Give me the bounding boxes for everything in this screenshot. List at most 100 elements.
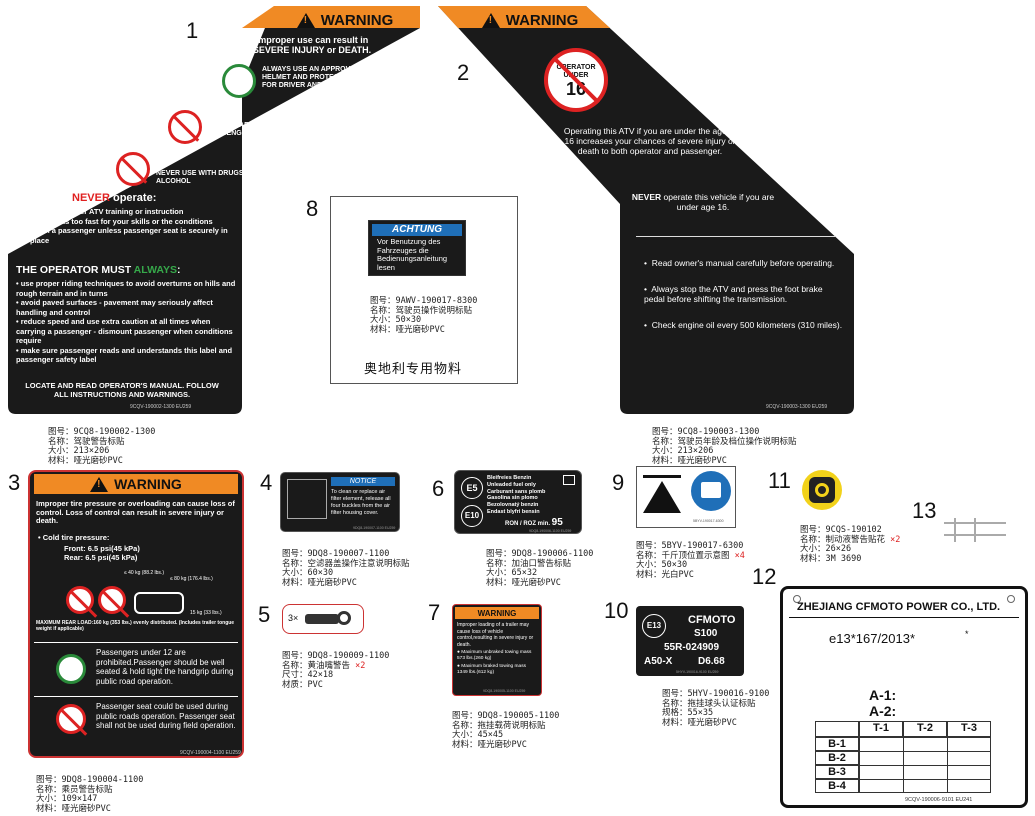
never-rest: operate:	[112, 192, 157, 204]
brand-text: CFMOTO	[688, 614, 736, 626]
warning-triangle-icon	[90, 476, 109, 492]
no-drugs-alcohol-icon	[116, 152, 150, 186]
label-3-intro: Improper tire pressure or overloading ca…	[36, 499, 235, 525]
grease-gun-icon	[305, 614, 339, 624]
label-7-text: Improper loading of a trailer may cause …	[457, 622, 534, 648]
helmet-icon	[222, 64, 256, 98]
label-1-header: WARNING	[272, 8, 418, 32]
achtung-header: ACHTUNG	[372, 224, 462, 236]
label-1-icon-text-1: ALWAYS USE AN APPROVED HELMET AND PROTEC…	[262, 66, 377, 89]
must-item: • make sure passenger reads and understa…	[16, 345, 233, 365]
never-word: NEVER	[72, 192, 110, 204]
cold-tire-title: • Cold tire pressure:	[38, 533, 110, 542]
label-number-12: 12	[752, 564, 777, 589]
label-9-code: 5BYV-190017-6300	[693, 519, 724, 523]
table-col-header: T-1	[859, 721, 903, 737]
table-row-header: B-3	[815, 765, 859, 779]
notice-text: To clean or replace air filter element, …	[331, 489, 391, 516]
label-4-code: 9DQ8-190007-1100 EU259	[353, 526, 396, 530]
air-filter-icon	[287, 479, 327, 519]
passenger-text-2: Passenger seat could be used during publ…	[96, 702, 236, 730]
label-2-header: WARNING	[470, 8, 590, 32]
label-8-sticker: ACHTUNG Vor Benutzung des Fahrzeuges die…	[368, 220, 466, 276]
label-2-code: 9CQV-190003-1300 EU259	[766, 404, 828, 410]
label-9-sticker: 5BYV-190017-6300	[636, 466, 736, 528]
approval-line: 55R-024909	[664, 642, 720, 653]
label-number-3: 3	[8, 470, 21, 495]
table-line	[859, 751, 991, 752]
tire-pressures: Front: 6.5 psi(45 kPa) Rear: 6.5 psi(45 …	[64, 544, 140, 562]
e5-badge: E5	[461, 477, 483, 499]
approval-number: e13*167/2013*	[829, 631, 916, 646]
tongue-load: 15 kg (33 lbs.)	[190, 610, 222, 616]
atv-load-icon	[134, 592, 184, 614]
sign-top-text: OPERATOR UNDER	[556, 64, 596, 79]
label-11-sticker	[802, 470, 842, 510]
label-number-8: 8	[306, 196, 319, 221]
never-item: • at speeds too fast for your skills or …	[30, 216, 213, 226]
label-number-10: 10	[604, 598, 629, 623]
e13-badge: E13	[642, 614, 666, 638]
company-name: ZHEJIANG CFMOTO POWER CO., LTD.	[797, 601, 1001, 613]
rivet-hole	[1007, 595, 1015, 603]
label-13-item	[944, 518, 1014, 544]
label-number-4: 4	[260, 470, 273, 495]
ron-line: RON / ROZ min. 95	[505, 517, 563, 528]
label-7-header: WARNING	[455, 607, 539, 619]
label-8-footer: 奥地利专用物料	[364, 362, 463, 377]
label-1-header-text: WARNING	[320, 11, 394, 29]
jack-position-icon	[639, 469, 685, 515]
class-text: A50-X	[644, 656, 673, 667]
label-number-7: 7	[428, 600, 441, 625]
label-number-5: 5	[258, 602, 271, 627]
bullet-item: • Read owner's manual carefully before o…	[644, 258, 835, 268]
must-item: • reduce speed and use extra caution at …	[16, 317, 233, 345]
no-overload-icon-2	[98, 586, 126, 614]
notice-header: NOTICE	[331, 477, 395, 486]
plate-divider	[789, 617, 1019, 618]
approval-star: *	[965, 629, 969, 639]
label-7-sticker: WARNING Improper loading of a trailer ma…	[452, 604, 542, 696]
model-text: S100	[694, 628, 718, 639]
front-pressure: Front: 6.5 psi(45 kPa)	[64, 544, 140, 553]
table-col-header: T-2	[903, 721, 947, 737]
label-number-2: 2	[457, 60, 470, 85]
label-7-bullet-1: ● Maximum unbraked towing mass 573 lbs.(…	[457, 650, 532, 661]
never-item: • without proper ATV training or instruc…	[30, 207, 184, 216]
never-word: NEVER	[631, 192, 662, 202]
d-value-text: D6.68	[698, 656, 725, 667]
label-number-9: 9	[612, 470, 625, 495]
brake-fluid-ring	[815, 483, 829, 497]
label-1-must-list: • use proper riding techniques to avoid …	[16, 279, 236, 365]
no-passenger-offroad-icon	[56, 704, 86, 734]
label-1-never-list: • without proper ATV training or instruc…	[30, 207, 240, 245]
label-1-intro: Improper use can result in SEVERE INJURY…	[252, 35, 372, 55]
label-2-header-text: WARNING	[505, 11, 579, 29]
e10-badge: E10	[461, 505, 483, 527]
label-number-6: 6	[432, 476, 445, 501]
axle-table: T-1 T-2 T-3 B-1 B-2 B-3 B-4	[815, 721, 991, 793]
a2-label: A-2:	[869, 703, 897, 719]
load-front: ≤ 40 kg (88.2 lbs.)	[124, 570, 164, 576]
label-3-divider	[34, 642, 238, 643]
table-row-header: B-2	[815, 751, 859, 765]
table-col-header: T-3	[947, 721, 991, 737]
max-load-text: MAXIMUM REAR LOAD:160 kg (353 lbs.) even…	[36, 620, 235, 632]
label-12-code: 9CQV-190006-9101 EU241	[905, 797, 973, 803]
label-number-1: 1	[186, 18, 199, 43]
label-number-13: 13	[912, 498, 937, 523]
label-1-icon-text-3: NEVER USE WITH DRUGS OR ALCOHOL	[156, 170, 256, 185]
label-3-divider-2	[34, 696, 238, 697]
table-row-header: B-1	[815, 737, 859, 751]
label-2-paragraph: Operating this ATV if you are under the …	[563, 126, 737, 156]
label-3-code: 9CQV-190004-1100 EU259	[180, 750, 241, 756]
